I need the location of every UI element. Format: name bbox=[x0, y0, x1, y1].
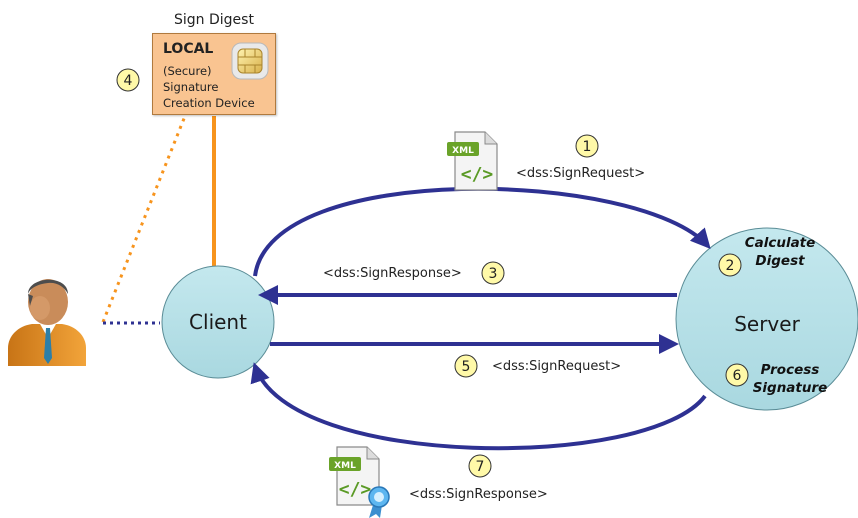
step-number-3: 3 bbox=[489, 266, 498, 282]
user-to-card-dotted-line bbox=[101, 115, 187, 323]
xml-signed-document-icon: XML </> bbox=[329, 446, 390, 518]
smartcard-chip-icon bbox=[231, 42, 269, 80]
calculate-label-line-1: Calculate bbox=[744, 235, 816, 251]
server-node bbox=[675, 227, 858, 411]
arrow-step-7 bbox=[250, 362, 707, 451]
local-device-card: LOCAL (Secure) Signature Creation Device bbox=[152, 33, 276, 115]
process-label-line-1: Process bbox=[760, 362, 820, 378]
message-label-1: <dss:SignRequest> bbox=[516, 166, 646, 181]
step-number-7: 7 bbox=[476, 459, 485, 475]
svg-text:XML: XML bbox=[334, 461, 356, 471]
step-badge-1: 1 bbox=[575, 134, 599, 158]
card-line-1: (Secure) bbox=[163, 64, 212, 78]
step-number-2: 2 bbox=[726, 258, 735, 274]
seal-ribbon-icon bbox=[368, 486, 390, 518]
step-number-6: 6 bbox=[733, 368, 742, 384]
step-badge-2: 2 bbox=[718, 253, 742, 277]
step-badge-7: 7 bbox=[468, 454, 492, 478]
arrow-step-1 bbox=[253, 186, 711, 277]
message-label-3: <dss:SignResponse> bbox=[323, 266, 462, 281]
card-heading: LOCAL bbox=[163, 41, 214, 57]
calculate-label-line-2: Digest bbox=[755, 253, 805, 269]
message-label-7: <dss:SignResponse> bbox=[409, 487, 548, 502]
step-badge-6: 6 bbox=[725, 363, 749, 387]
process-signature-label: Process Signature bbox=[748, 361, 832, 397]
server-label: Server bbox=[734, 312, 800, 336]
calculate-digest-label: Calculate Digest bbox=[740, 234, 820, 270]
step-number-4: 4 bbox=[124, 73, 133, 89]
step-badge-5: 5 bbox=[454, 354, 478, 378]
step-number-1: 1 bbox=[583, 139, 592, 155]
client-node bbox=[161, 265, 275, 379]
card-title: Sign Digest bbox=[174, 12, 254, 28]
card-line-3: Creation Device bbox=[163, 96, 255, 110]
svg-text:XML: XML bbox=[452, 146, 474, 156]
card-line-2: Signature bbox=[163, 80, 219, 94]
client-label: Client bbox=[189, 310, 247, 334]
svg-text:</>: </> bbox=[339, 479, 372, 500]
step-badge-3: 3 bbox=[481, 261, 505, 285]
step-badge-4: 4 bbox=[116, 68, 140, 92]
svg-text:</>: </> bbox=[461, 164, 494, 185]
process-label-line-2: Signature bbox=[752, 380, 828, 396]
xml-document-icon: XML </> bbox=[447, 131, 498, 191]
step-number-5: 5 bbox=[462, 359, 471, 375]
message-label-5: <dss:SignRequest> bbox=[492, 359, 622, 374]
user-avatar-icon bbox=[8, 279, 86, 366]
